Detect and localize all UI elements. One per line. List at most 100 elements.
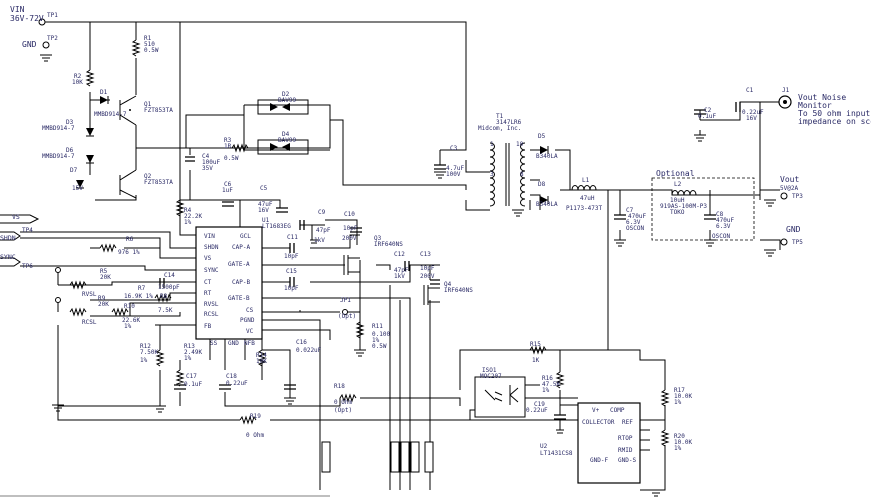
label-r9: R9 (98, 295, 106, 302)
label-c11-val: 10pF (284, 253, 299, 260)
label-d3: D3 (66, 119, 74, 126)
label-c10-v: 200V (342, 235, 357, 242)
label-l2-mfr: TOKO (670, 209, 685, 216)
diodes (76, 96, 549, 204)
label-c4-v: 35V (202, 165, 213, 172)
label-c9-val: 47pF (316, 227, 331, 234)
label-u2-part: LT1431CS8 (540, 450, 573, 457)
label-c1: C1 (746, 87, 754, 94)
label-c3-val: 4.7uF (446, 165, 464, 172)
label-pin-nfb: NFB (244, 340, 255, 347)
label-j1-desc2: Monitor (798, 101, 832, 110)
transistors (119, 95, 440, 305)
label-u2-ref: REF (622, 419, 633, 426)
label-c3-v: 100V (446, 171, 461, 178)
ground-symbols (40, 54, 776, 497)
label-r2-val: 10K (72, 79, 83, 86)
label-r10-tol: 1% (124, 323, 132, 330)
label-d2-part: BAV99 (278, 97, 296, 104)
ic-u2-body (577, 402, 641, 484)
label-r19: R19 (250, 413, 261, 420)
inductor-l2 (671, 190, 697, 196)
label-c19: C19 (534, 401, 545, 408)
label-rcsl: RCSL (82, 319, 97, 326)
label-vout: Vout (780, 175, 799, 184)
label-pin-vc: VC (246, 328, 254, 335)
label-u2-vplus: V+ (592, 407, 600, 414)
label-pin-capa: CAP-A (232, 244, 250, 251)
label-r17: R17 (674, 387, 685, 394)
label-pin-pgnd: PGND (240, 317, 255, 324)
label-c10: C10 (344, 211, 355, 218)
label-pin-vin: VIN (204, 233, 215, 240)
label-c16: C16 (296, 339, 307, 346)
label-tp2: TP2 (47, 35, 58, 42)
label-c8-val: 470uF (716, 217, 734, 224)
resistors (69, 39, 670, 447)
label-r4: R4 (184, 207, 192, 214)
label-sync: SYNC (0, 253, 16, 261)
label-q4-part: IRF640NS (444, 287, 473, 294)
label-l1: L1 (582, 177, 590, 184)
label-c7-type: OSCON (626, 225, 644, 232)
label-tp4: TP4 (22, 227, 33, 234)
label-c8-type: OSCON (712, 233, 730, 240)
label-c15-val: 10pF (284, 285, 299, 292)
label-r11: R11 (372, 323, 383, 330)
label-d6-part: MMBD914-7 (42, 153, 75, 160)
label-d4-part: BAV99 (278, 137, 296, 144)
label-r18-opt: (Opt) (334, 407, 352, 414)
label-r3-pwr: 0.5W (224, 155, 239, 162)
label-u2-gnds: GND-S (618, 457, 636, 464)
label-u1: U1 (262, 217, 270, 224)
label-d7: D7 (70, 167, 78, 174)
optional-filter-box (651, 177, 755, 241)
label-c1-v: 16V (746, 115, 757, 122)
label-r3-val: 1R (224, 143, 232, 150)
label-vin: VIN (10, 5, 25, 14)
label-c16-val: 0.022uF (296, 347, 322, 354)
label-r13: R13 (184, 343, 195, 350)
label-r15-val: 1K (532, 357, 540, 364)
label-c12-val: 47pF (394, 267, 409, 274)
label-r16-val: 47.5K (542, 381, 560, 388)
ic-u1-body (195, 226, 263, 340)
label-pin-rt: RT (204, 290, 212, 297)
label-l2-val: 10uH (670, 197, 685, 204)
label-u2: U2 (540, 443, 548, 450)
label-r11-pwr: 0.5W (372, 343, 387, 350)
label-r14-val: 10K (256, 358, 267, 365)
label-c10-val: 10pF (343, 225, 358, 232)
transformer-t1 (489, 142, 526, 207)
label-j1: J1 (782, 87, 790, 94)
label-c18: C18 (226, 373, 237, 380)
label-r6: R6 (126, 236, 134, 243)
label-vout-val: 5V@2A (780, 185, 798, 192)
label-c9-v: 1kV (314, 237, 325, 244)
label-r1-pwr: 0.5W (144, 47, 159, 54)
label-c8-v: 6.3V (716, 223, 731, 230)
label-iso1-part: MOC207 (480, 373, 502, 380)
label-jp1: JP1 (340, 297, 351, 304)
label-c13-val: 10pF (420, 265, 435, 272)
optocoupler-iso1 (474, 376, 526, 418)
label-pin-rcsl: RCSL (204, 311, 219, 318)
label-d2: D2 (282, 91, 290, 98)
label-d7-val: 15V (72, 185, 83, 192)
label-c5: C5 (260, 185, 268, 192)
label-r5: R5 (100, 268, 108, 275)
label-r7-val: 16.9K 1% (124, 293, 153, 300)
label-vs: VS (12, 213, 20, 221)
label-r9-val: 20K (98, 301, 109, 308)
label-r20-val: 10.0K (674, 439, 692, 446)
label-d1-part: MMBD914-7 (94, 111, 127, 118)
label-c5-v: 16V (258, 207, 269, 214)
label-u2-rtop: RTOP (618, 435, 633, 442)
label-l2: L2 (674, 181, 682, 188)
label-t1: T1 (496, 113, 504, 120)
label-c18-val: 0.22uF (226, 380, 248, 387)
label-pin-gcl: GCL (240, 233, 251, 240)
label-r8: R8 (160, 293, 168, 300)
label-c3: C3 (450, 145, 458, 152)
